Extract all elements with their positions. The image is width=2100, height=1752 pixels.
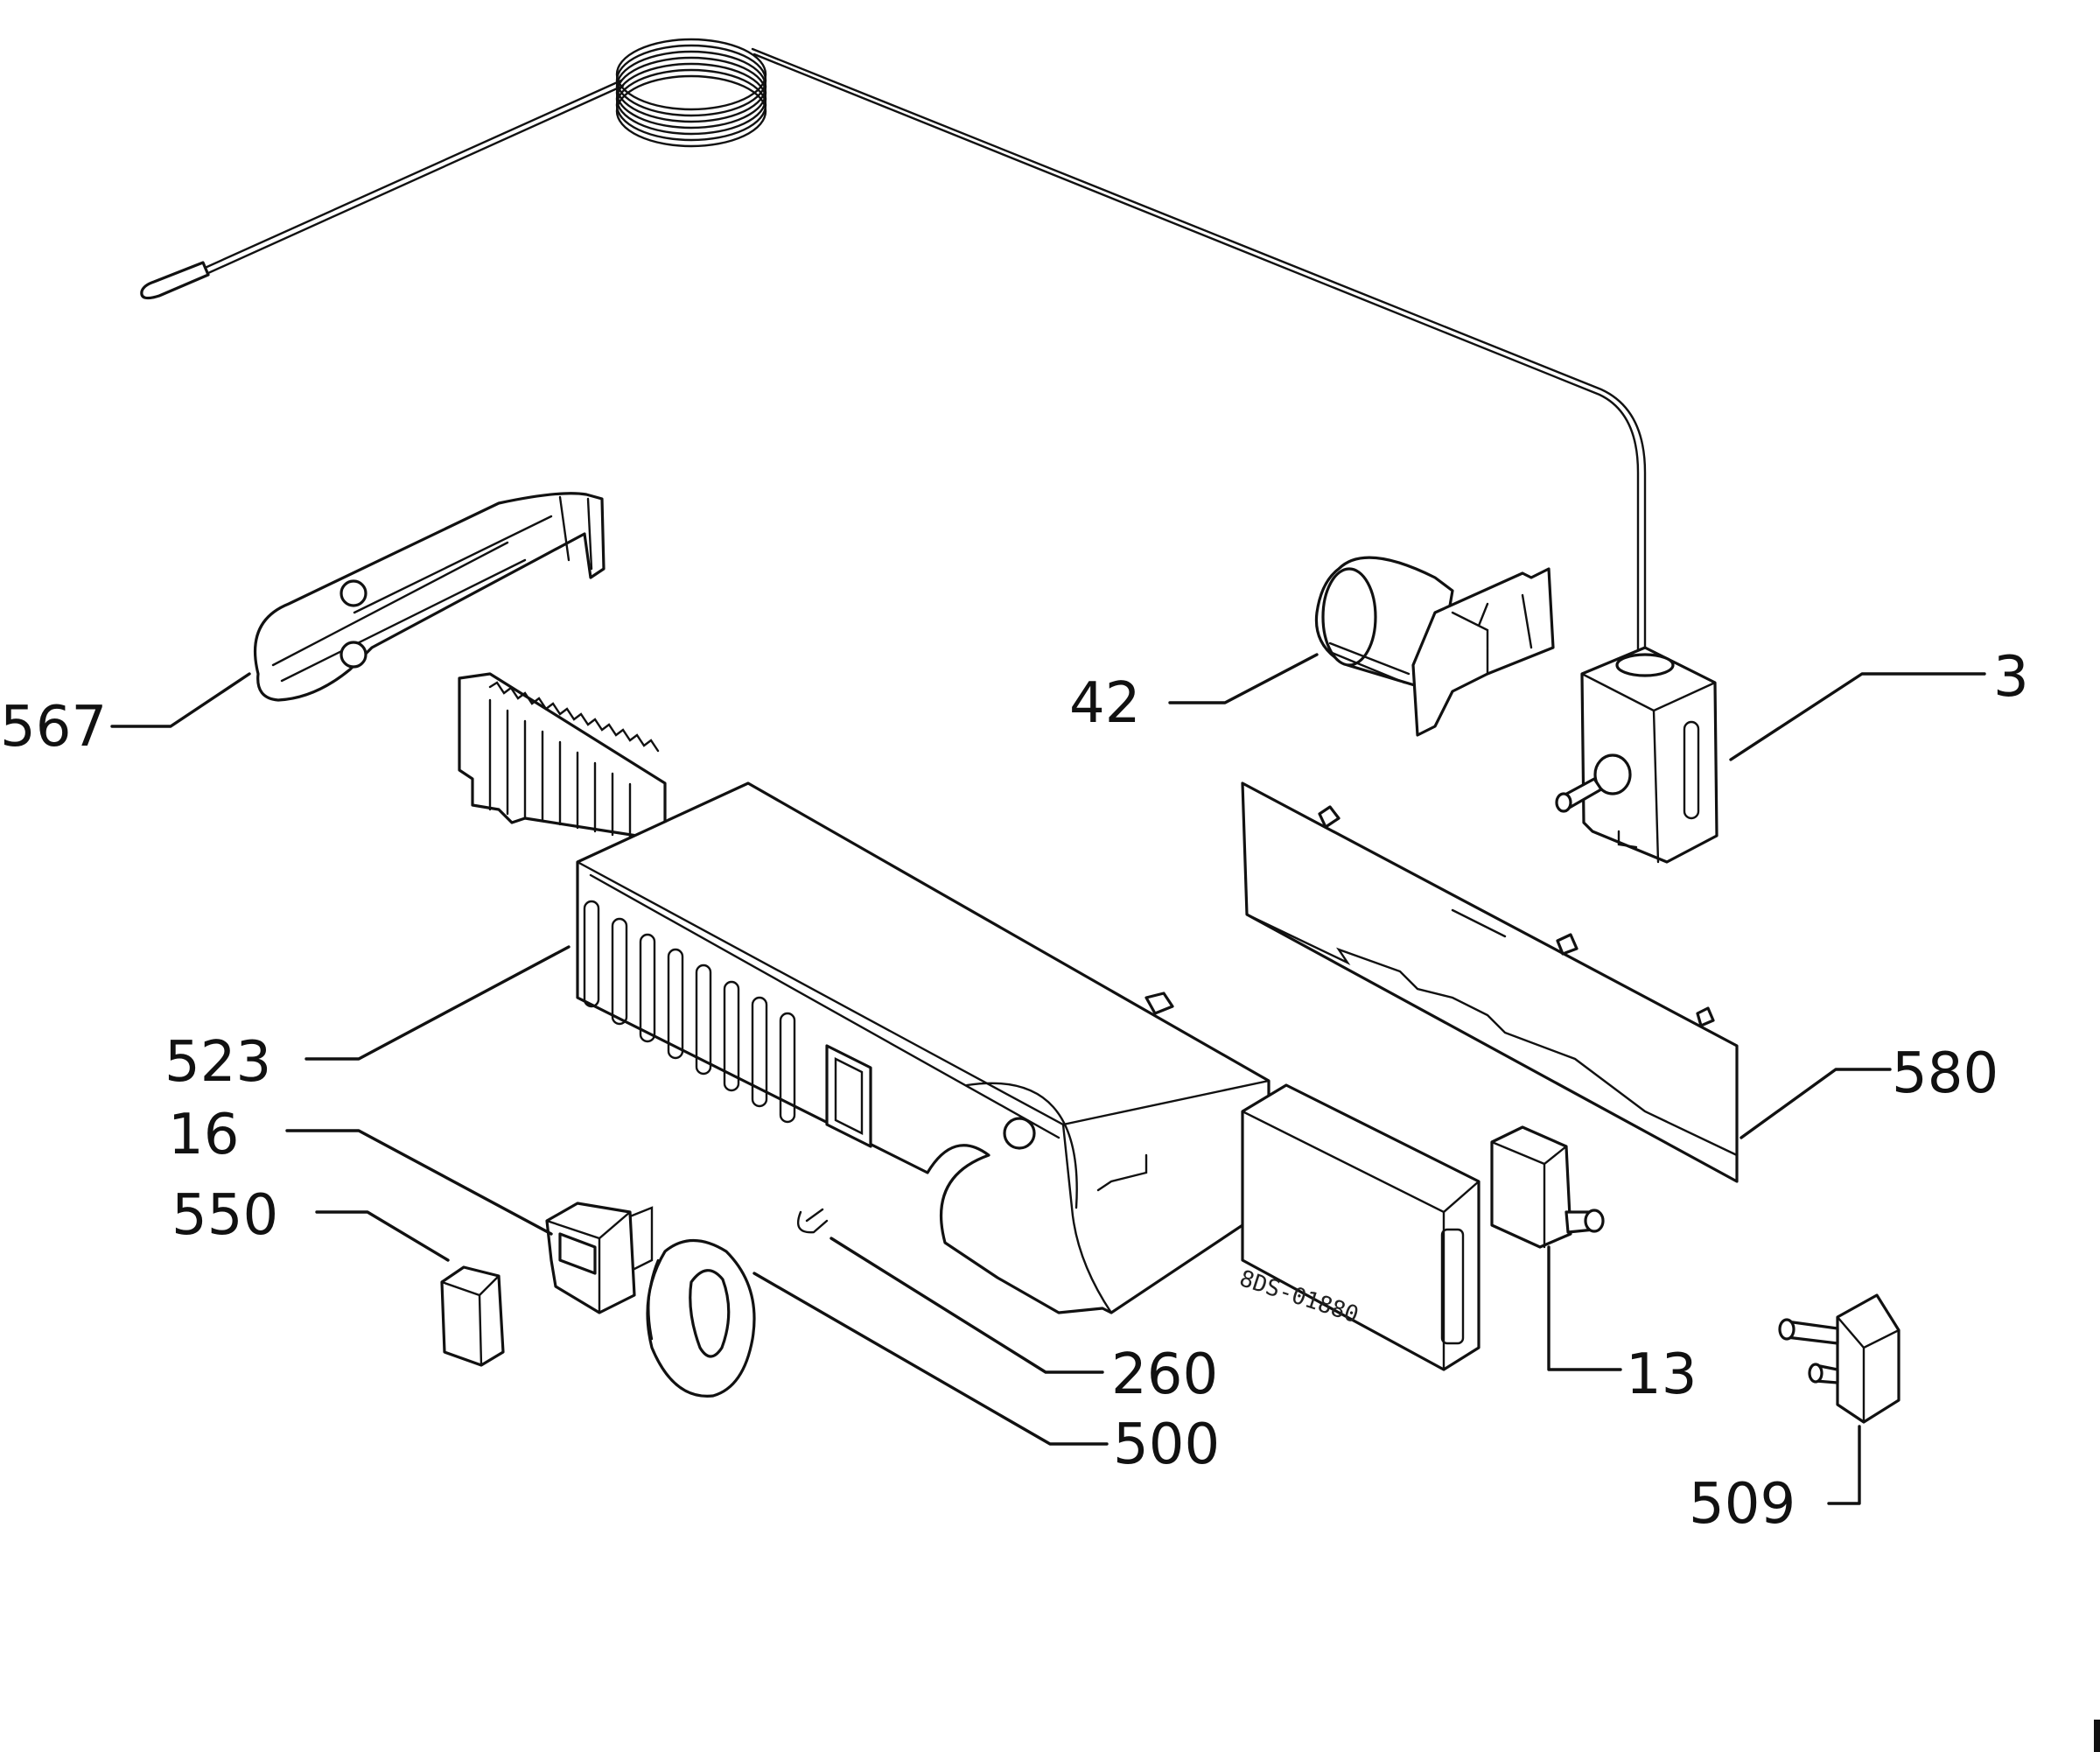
leader-500 — [752, 1272, 1109, 1446]
leader-13 — [1547, 1245, 1622, 1371]
leader-16 — [285, 1129, 553, 1236]
leader-509 — [1827, 1425, 1861, 1505]
thermostat — [1555, 646, 1718, 864]
control-knob — [646, 1239, 756, 1398]
rocker-switch — [545, 1202, 654, 1314]
thermostat-shaft — [1555, 753, 1632, 813]
callout-580: 580 — [1892, 1041, 1998, 1106]
callout-509: 509 — [1689, 1472, 1796, 1537]
capillary-tube — [140, 38, 1647, 654]
rear-finned-bracket — [458, 672, 667, 842]
capillary-line — [751, 47, 1647, 654]
callout-3: 3 — [1993, 645, 2029, 710]
scan-edge-mark — [2094, 1720, 2100, 1752]
hinge-pin — [1778, 1293, 1900, 1424]
callout-42: 42 — [1069, 671, 1140, 736]
leader-523 — [304, 945, 570, 1061]
cover-strip — [1241, 781, 1739, 1183]
callout-550: 550 — [172, 1183, 278, 1248]
callout-labels: 567 42 3 523 16 550 580 260 500 13 509 — [0, 645, 2029, 1537]
leader-550 — [315, 1210, 450, 1262]
leader-580 — [1740, 1068, 1892, 1139]
callout-13: 13 — [1626, 1342, 1697, 1407]
control-housing — [576, 781, 1270, 1314]
callout-16: 16 — [168, 1103, 239, 1167]
leader-260 — [830, 1237, 1104, 1374]
leader-567 — [110, 672, 251, 728]
callout-260: 260 — [1111, 1342, 1218, 1407]
leader-42 — [1168, 653, 1319, 704]
door-switch — [1490, 1125, 1605, 1249]
callout-523: 523 — [164, 1030, 271, 1095]
callout-567: 567 — [0, 695, 107, 760]
leader-lines — [110, 653, 1986, 1505]
lamp-holder — [1314, 556, 1555, 737]
electronic-module: 8DS-01880 — [1236, 1083, 1480, 1371]
small-cap — [440, 1265, 505, 1367]
clip-part — [796, 1208, 829, 1234]
callout-500: 500 — [1113, 1412, 1220, 1477]
housing-top-clip — [1144, 992, 1174, 1015]
sensor-probe — [140, 79, 625, 300]
housing-vent-slots — [583, 900, 796, 1124]
door-lever-part — [254, 492, 606, 702]
leader-3 — [1729, 672, 1986, 761]
capillary-coil — [615, 38, 767, 148]
